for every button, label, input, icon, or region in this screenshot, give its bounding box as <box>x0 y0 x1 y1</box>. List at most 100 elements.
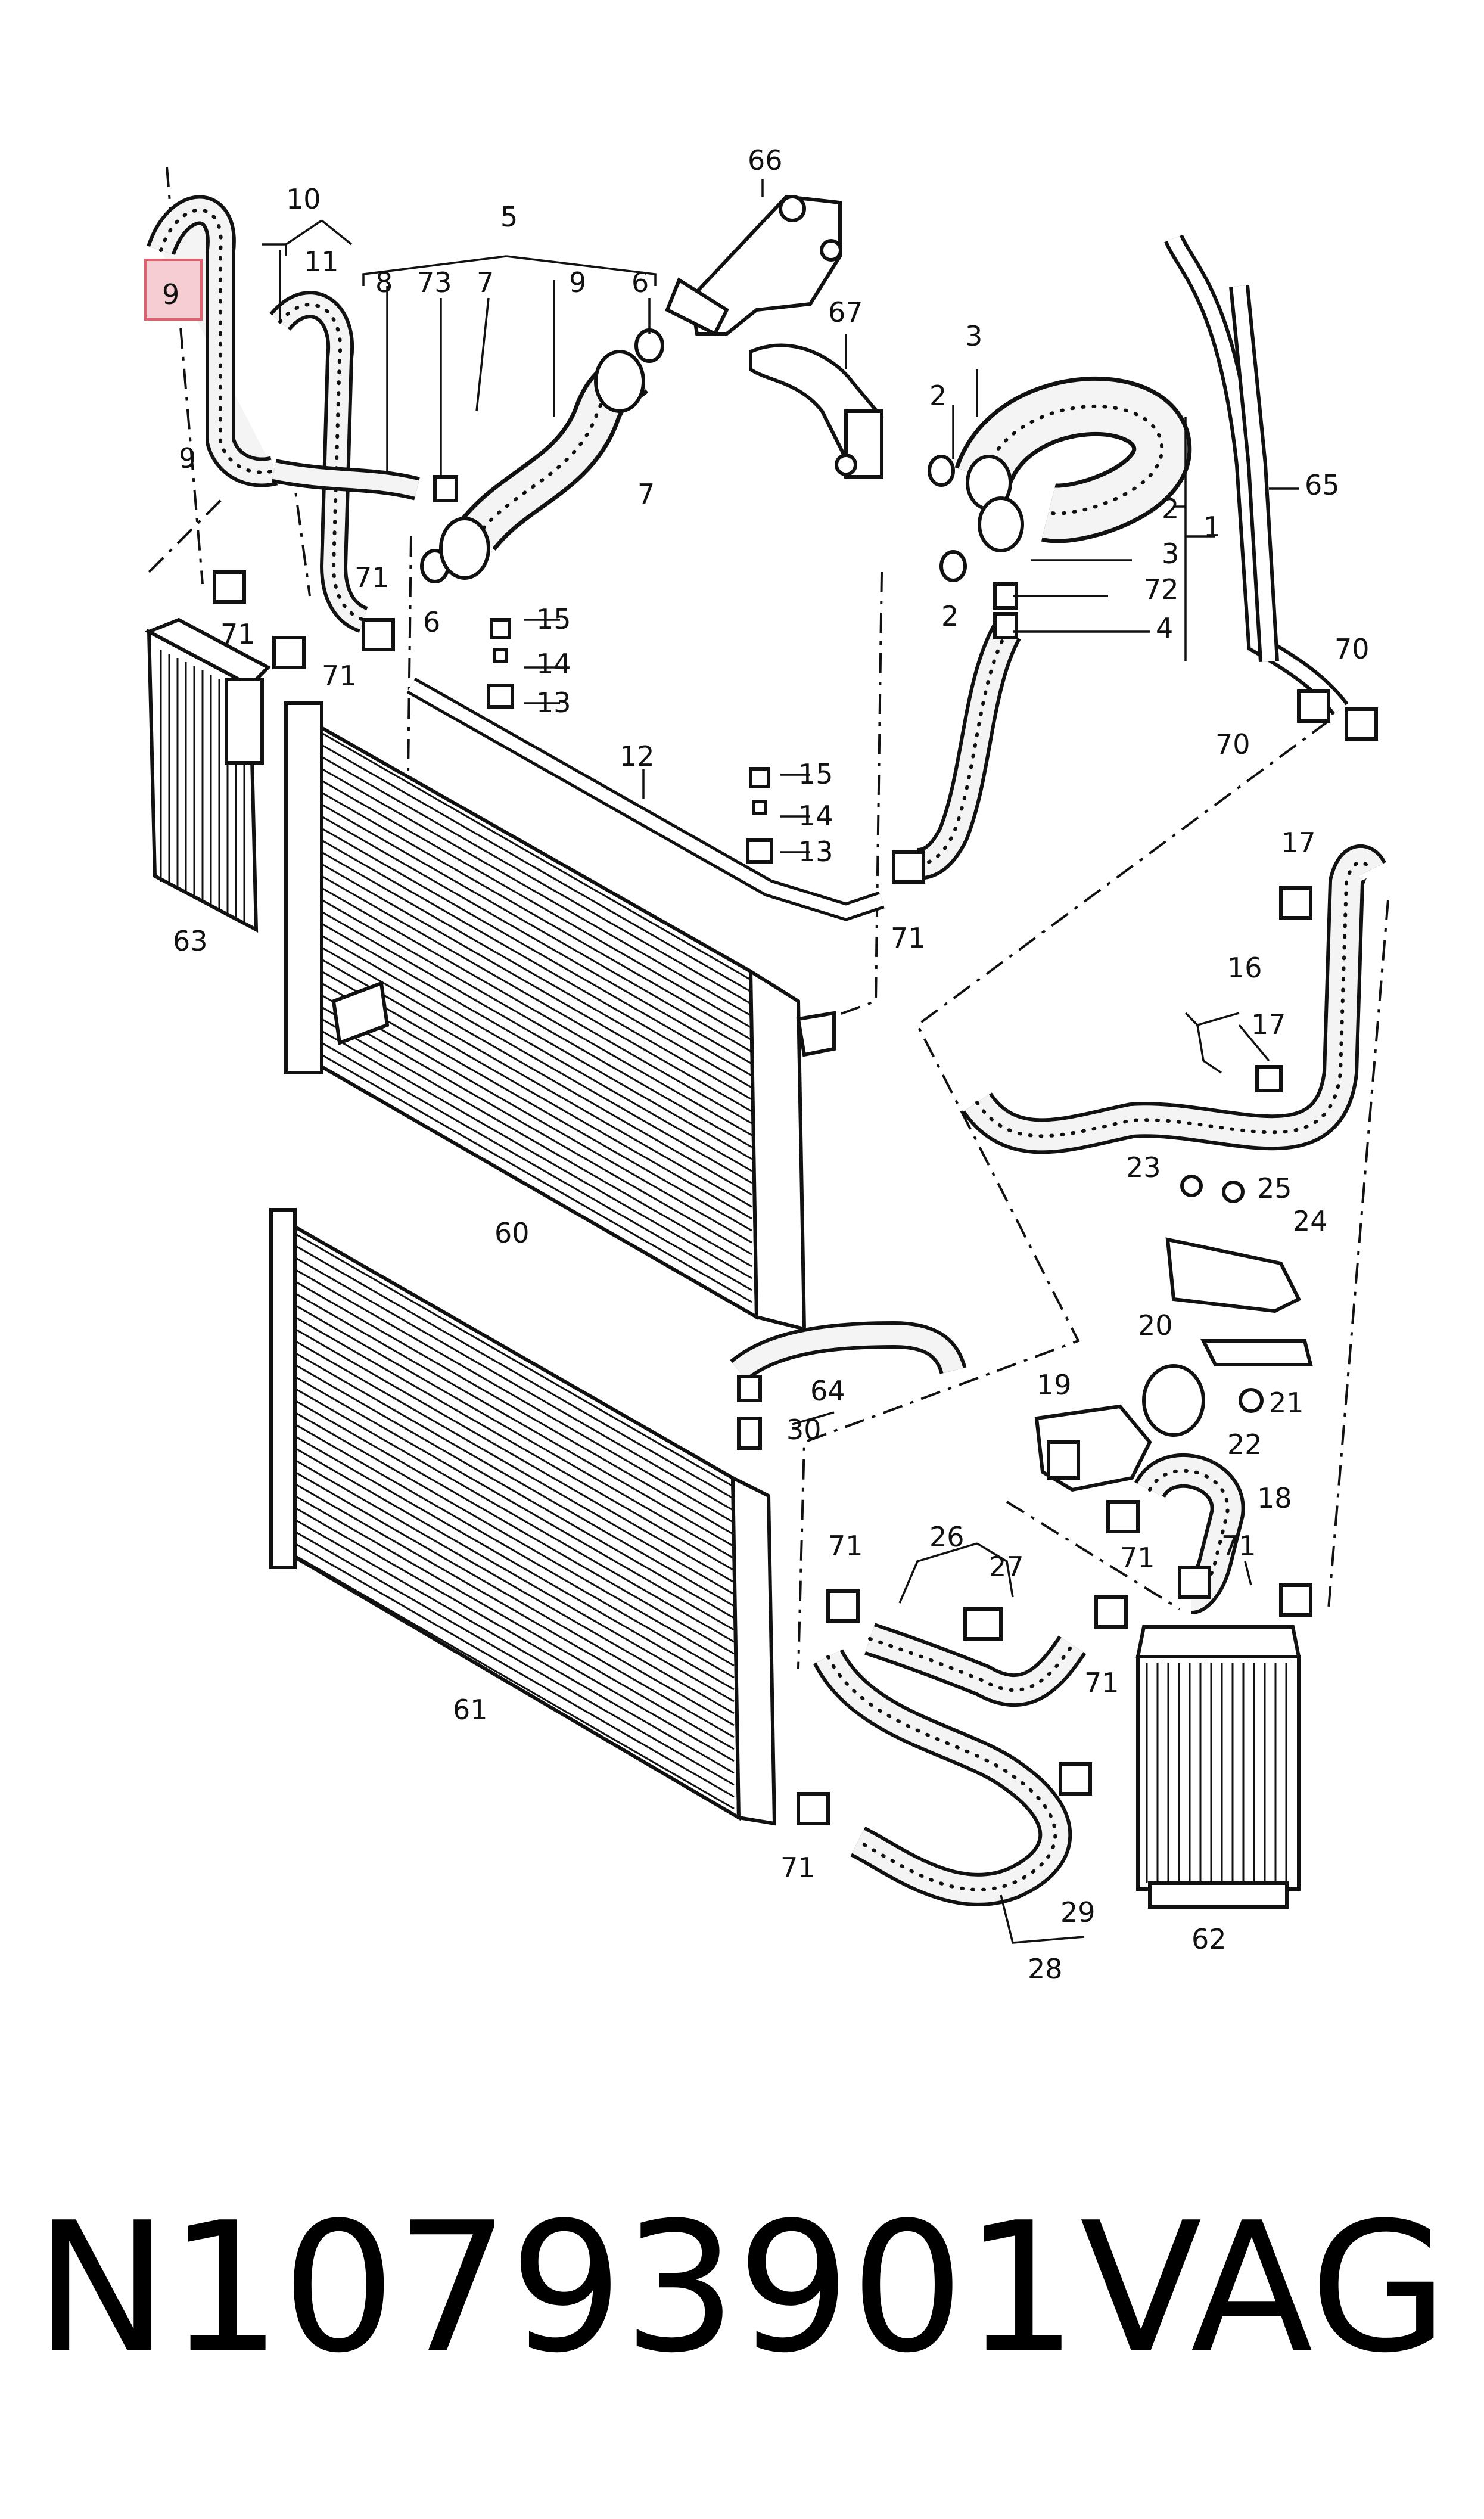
label-23: 23 <box>1126 1151 1161 1184</box>
radiator-60-fin <box>321 1042 752 1291</box>
radiator-61-fin <box>294 1459 735 1714</box>
radiator-60-fin <box>321 732 752 981</box>
label-60: 60 <box>494 1217 530 1249</box>
radiator-60-fin <box>321 827 752 1077</box>
radiator-61-fin <box>294 1292 735 1548</box>
label-2-top: 2 <box>929 380 947 412</box>
label-6-left: 6 <box>423 606 440 638</box>
label-30: 30 <box>786 1414 822 1446</box>
label-17-top: 17 <box>1281 827 1316 859</box>
label-6-top: 6 <box>631 266 649 299</box>
aux-radiator-62 <box>1135 1625 1301 1909</box>
radiator-61-fin <box>294 1244 735 1500</box>
label-7-mid: 7 <box>637 478 655 510</box>
label-67: 67 <box>828 296 863 328</box>
label-71-g: 71 <box>1221 1530 1256 1562</box>
radiator-61-fin <box>294 1375 735 1631</box>
radiator-60 <box>284 701 836 1331</box>
radiator-61-fin <box>294 1471 735 1726</box>
label-71-i: 71 <box>780 1852 816 1884</box>
radiator-60-fin <box>321 768 752 1017</box>
radiator-60-fin <box>321 923 752 1172</box>
radiator-60-fin <box>321 958 752 1208</box>
label-66: 66 <box>748 144 783 176</box>
leader-lines <box>262 179 1299 1944</box>
radiator-61-fin <box>294 1316 735 1571</box>
label-9-left: 9 <box>179 442 196 474</box>
radiator-61-fin <box>294 1304 735 1560</box>
radiator-60-fin <box>321 1018 752 1268</box>
radiator-61-fin <box>294 1363 735 1619</box>
label-16: 16 <box>1227 952 1262 984</box>
radiator-61-fin <box>294 1435 735 1691</box>
radiator-61-fin <box>294 1387 735 1643</box>
brand-label: VAG <box>1079 2184 1448 2392</box>
radiator-61-fin <box>294 1423 735 1679</box>
radiator-60-fin <box>321 911 752 1160</box>
radiator-60-fin <box>321 803 752 1053</box>
radiator-60-fin <box>321 875 752 1125</box>
radiator-60-fin <box>321 863 752 1113</box>
coolant-system-exploded-diagram: 9 66 10 5 11 8 73 7 9 6 67 3 2 9 7 2 1 3… <box>144 144 1389 1985</box>
label-2-mid: 2 <box>941 600 959 632</box>
label-14-a: 14 <box>536 648 571 680</box>
radiator-61-fin <box>294 1447 735 1703</box>
label-71-d: 71 <box>891 922 926 954</box>
radiator-60-fin <box>321 899 752 1148</box>
label-65: 65 <box>1305 469 1340 501</box>
label-22: 22 <box>1227 1428 1262 1461</box>
radiator-61-fin <box>294 1340 735 1595</box>
part-labels: 9 66 10 5 11 8 73 7 9 6 67 3 2 9 7 2 1 3… <box>162 144 1370 1985</box>
part-number: N10793901 <box>35 2184 1078 2392</box>
label-24: 24 <box>1293 1205 1328 1237</box>
radiator-60-fin <box>321 815 752 1065</box>
label-71-e: 71 <box>828 1530 863 1562</box>
label-18: 18 <box>1257 1482 1292 1514</box>
radiator-60-fin <box>321 744 752 993</box>
label-64: 64 <box>810 1375 845 1407</box>
radiator-60-fin <box>321 982 752 1232</box>
label-7-top: 7 <box>477 266 494 299</box>
label-21: 21 <box>1269 1387 1304 1419</box>
parts <box>213 194 1378 1825</box>
label-9-highlight: 9 <box>162 278 179 310</box>
radiator-60-fin <box>321 1006 752 1256</box>
radiator-61-fin <box>294 1554 735 1810</box>
label-8: 8 <box>375 266 393 299</box>
label-71-b: 71 <box>220 618 256 650</box>
radiator-60-fin <box>321 791 752 1041</box>
radiator-60-fin <box>321 1030 752 1279</box>
label-61: 61 <box>453 1694 488 1726</box>
radiator-61-fin <box>294 1328 735 1583</box>
label-17-mid: 17 <box>1251 1008 1286 1040</box>
label-10: 10 <box>286 183 321 215</box>
label-13-b: 13 <box>798 835 833 868</box>
radiator-60-fin <box>321 994 752 1244</box>
label-70-left: 70 <box>1215 728 1250 760</box>
label-28: 28 <box>1028 1953 1063 1985</box>
radiator-61-fin <box>294 1411 735 1667</box>
radiator-61 <box>269 1208 777 1826</box>
radiator-61-fin <box>294 1530 735 1786</box>
label-25: 25 <box>1257 1172 1292 1204</box>
radiator-61-fin <box>294 1232 735 1488</box>
radiator-60-fin <box>321 887 752 1136</box>
label-72: 72 <box>1144 573 1179 605</box>
label-1: 1 <box>1203 511 1221 543</box>
radiator-61-fin <box>294 1483 735 1738</box>
label-71-f: 71 <box>1120 1542 1155 1574</box>
radiator-60-fin <box>321 1054 752 1303</box>
radiator-61-fin <box>294 1256 735 1512</box>
label-14-b: 14 <box>798 800 833 832</box>
label-12: 12 <box>620 740 655 772</box>
radiator-60-fin <box>321 946 752 1196</box>
label-71-c: 71 <box>322 660 357 692</box>
label-63: 63 <box>173 925 208 957</box>
label-71-a: 71 <box>354 561 390 594</box>
label-5: 5 <box>500 201 518 233</box>
label-73: 73 <box>417 266 452 299</box>
radiator-61-fin <box>294 1399 735 1655</box>
label-15-a: 15 <box>536 603 571 635</box>
radiator-60-fin <box>321 970 752 1220</box>
label-20: 20 <box>1138 1309 1173 1341</box>
